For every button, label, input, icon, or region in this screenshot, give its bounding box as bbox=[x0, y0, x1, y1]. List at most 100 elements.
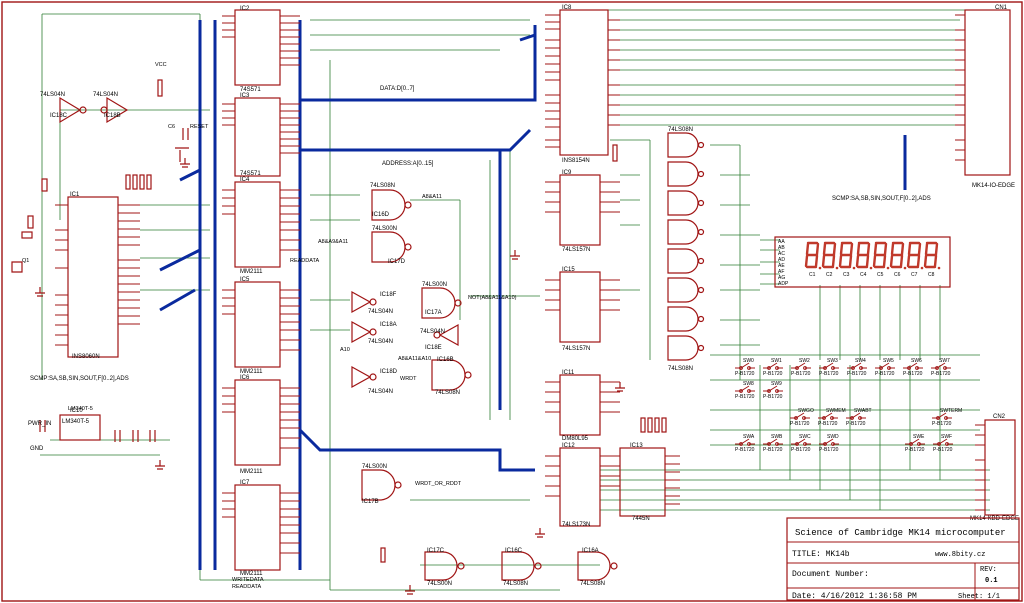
label-ic10-type: LM340T-5 bbox=[62, 419, 90, 425]
label-cn1: CN1 bbox=[995, 5, 1008, 11]
segment-bar bbox=[900, 242, 905, 256]
nand-gates bbox=[361, 132, 705, 581]
reg-label: LM340T-5 bbox=[68, 406, 93, 412]
segment-bar bbox=[839, 242, 844, 256]
label-ic12: IC12 bbox=[562, 443, 575, 449]
svg-text:SWD: SWD bbox=[827, 434, 839, 440]
chip-labels: IC2 74S571 IC3 74S571 IC4 MM2111 IC5 MM2… bbox=[62, 5, 1019, 577]
svg-text:P-B1720: P-B1720 bbox=[931, 371, 951, 377]
label-ic6-type: MM2111 bbox=[240, 469, 263, 475]
segment-bar bbox=[890, 242, 895, 256]
segment-label: AC bbox=[778, 251, 785, 257]
label-ic5: IC5 bbox=[240, 277, 250, 283]
svg-text:SW0: SW0 bbox=[743, 358, 754, 364]
segment-bar bbox=[814, 254, 819, 268]
segment-bar bbox=[855, 254, 860, 268]
title-block-date: Date: 4/16/2012 1:36:58 PM bbox=[792, 592, 917, 601]
svg-text:SWC: SWC bbox=[799, 434, 811, 440]
svg-text:SW8: SW8 bbox=[743, 381, 754, 387]
segment-bar bbox=[805, 242, 810, 256]
segment-bar bbox=[934, 242, 939, 256]
segment-bar bbox=[822, 242, 827, 256]
svg-text:P-B1720: P-B1720 bbox=[933, 447, 953, 453]
keypad-switch: SWF P-B1720 bbox=[933, 434, 953, 453]
gate-label: IC18F bbox=[380, 292, 397, 298]
segment-bar bbox=[883, 242, 888, 256]
net-label: SCMP:SA,SB,SIN,SOUT,F[0..2],ADS bbox=[832, 196, 931, 202]
xtal-label: Q1 bbox=[22, 258, 29, 264]
segment-bar bbox=[848, 254, 853, 268]
svg-text:P-B1720: P-B1720 bbox=[735, 371, 755, 377]
label-cn1-type: MK14-IO-EDGE bbox=[972, 183, 1015, 189]
label-ic1: IC1 bbox=[70, 192, 80, 198]
segment-bar bbox=[889, 254, 894, 268]
gate-label: 74LS00N bbox=[372, 226, 397, 232]
switch-matrix: SW0P-B1720SW1P-B1720SW2P-B1720SW3P-B1720… bbox=[735, 358, 962, 453]
net-label: WRITEDATA bbox=[232, 577, 264, 583]
pin-stubs bbox=[55, 14, 985, 554]
net-label: WRDT_OR_RDDT bbox=[415, 481, 462, 487]
svg-text:SW4: SW4 bbox=[855, 358, 866, 364]
gate-label: 74LS08N bbox=[668, 127, 693, 133]
gate-label: 74LS04N bbox=[420, 329, 445, 335]
gate-label: 74LS08N bbox=[668, 366, 693, 372]
svg-text:P-B1720: P-B1720 bbox=[763, 447, 783, 453]
gate-label: 74LS00N bbox=[427, 581, 452, 587]
gate-label: IC18A bbox=[380, 322, 397, 328]
digit-label: C1 bbox=[809, 272, 816, 278]
svg-text:P-B1720: P-B1720 bbox=[735, 394, 755, 400]
net-label: READDATA bbox=[232, 584, 261, 590]
svg-text:SW7: SW7 bbox=[939, 358, 950, 364]
segment-bar bbox=[923, 254, 928, 268]
label-ic11-type: DM80L95 bbox=[562, 436, 589, 442]
gate-labels: 74LS04N IC18C 74LS04N IC18B 74LS08N IC16… bbox=[40, 92, 693, 587]
svg-text:SWABT: SWABT bbox=[854, 408, 872, 414]
label-ic11: IC11 bbox=[562, 370, 575, 376]
label-ic12-type: 74LS173N bbox=[562, 522, 590, 528]
svg-text:P-B1720: P-B1720 bbox=[791, 447, 811, 453]
passives bbox=[11, 128, 625, 595]
svg-text:SW3: SW3 bbox=[827, 358, 838, 364]
segment-bar bbox=[872, 254, 877, 268]
label-ic15-type: 74LS157N bbox=[562, 346, 590, 352]
net-label: READDATA bbox=[290, 258, 319, 264]
title-block-title: TITLE: MK14b bbox=[792, 550, 850, 559]
net-label: SCMP:SA,SB,SIN,SOUT,F[0..2],ADS bbox=[30, 376, 129, 382]
label-ic8: IC8 bbox=[562, 5, 572, 11]
svg-text:P-B1720: P-B1720 bbox=[818, 421, 838, 427]
segment-bar bbox=[933, 254, 938, 268]
segment-dp bbox=[835, 266, 839, 270]
label-ic2-type: 74S571 bbox=[240, 87, 261, 93]
segment-bar bbox=[856, 242, 861, 256]
bus-lines bbox=[159, 20, 907, 570]
gate-label: 74LS04N bbox=[368, 309, 393, 315]
gate-label: IC16A bbox=[582, 548, 599, 554]
segment-bar bbox=[821, 254, 826, 268]
segment-dp bbox=[886, 266, 890, 270]
ic-outlines bbox=[21, 9, 1016, 571]
segment-bar bbox=[907, 242, 912, 256]
gate-label: IC17B bbox=[362, 499, 379, 505]
svg-text:P-B1720: P-B1720 bbox=[819, 447, 839, 453]
segment-label: AF bbox=[778, 269, 784, 275]
segment-bar bbox=[873, 242, 878, 256]
switch-label: RESET bbox=[190, 124, 209, 130]
digit-label: C6 bbox=[894, 272, 901, 278]
wire-net bbox=[40, 9, 1000, 591]
title-block-sheet: Sheet: 1/1 bbox=[958, 593, 1000, 601]
net-label: NOT(A8&A11&A10) bbox=[468, 295, 517, 301]
segment-bar bbox=[916, 254, 921, 268]
label-ic4: IC4 bbox=[240, 177, 250, 183]
svg-text:SWF: SWF bbox=[941, 434, 952, 440]
gate-label: 74LS08N bbox=[370, 183, 395, 189]
gate-label: 74LS04N bbox=[368, 389, 393, 395]
gate-label: 74LS08N bbox=[435, 390, 460, 396]
segment-bar bbox=[815, 242, 820, 256]
segment-bar bbox=[838, 254, 843, 268]
